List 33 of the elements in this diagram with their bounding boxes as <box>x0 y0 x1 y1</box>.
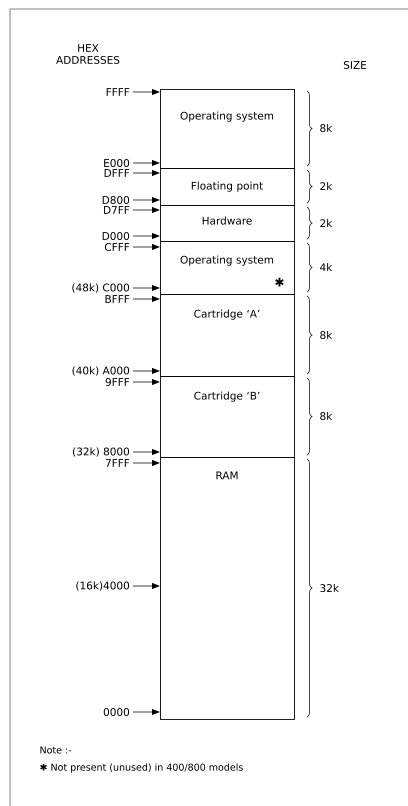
heading: HEX ADDRESSES <box>56 44 120 64</box>
address-label: DFFF <box>104 169 130 177</box>
size-label: 32k <box>320 584 339 592</box>
address-label: (48k) C000 <box>72 283 130 293</box>
address-label: FFFF <box>106 88 130 96</box>
note: Note :- <box>40 746 72 754</box>
address-label: E000 <box>104 159 130 167</box>
address-label: D000 <box>102 232 130 240</box>
memory-block: RAM <box>160 457 295 720</box>
size-label: 4k <box>320 263 332 271</box>
memory-block: Hardware <box>160 205 295 242</box>
note: ✱ Not present (unused) in 400/800 models <box>40 763 243 773</box>
address-label: 9FFF <box>106 378 130 386</box>
heading: SIZE <box>344 61 366 69</box>
address-label: D7FF <box>104 206 130 214</box>
address-label: CFFF <box>104 243 130 251</box>
address-label: (40k) A000 <box>72 366 130 376</box>
memory-block: Cartridge ‘B’ <box>160 376 295 458</box>
address-label: BFFF <box>106 295 130 303</box>
memory-block: Operating system ✱ <box>160 241 295 295</box>
address-label: D800 <box>102 196 130 204</box>
memory-block: Cartridge ‘A’ <box>160 294 295 377</box>
size-label: 8k <box>320 330 332 340</box>
address-label: (16k)4000 <box>76 581 130 591</box>
memory-block: Floating point <box>160 168 295 206</box>
address-label: (32k) 8000 <box>73 447 130 457</box>
size-label: 2k <box>320 182 332 190</box>
size-label: 8k <box>320 412 332 420</box>
address-label: 7FFF <box>106 459 130 467</box>
size-label: 8k <box>320 124 332 132</box>
address-label: 0000 <box>104 708 130 716</box>
size-label: 2k <box>320 219 332 227</box>
memory-block: Operating system <box>160 89 295 169</box>
